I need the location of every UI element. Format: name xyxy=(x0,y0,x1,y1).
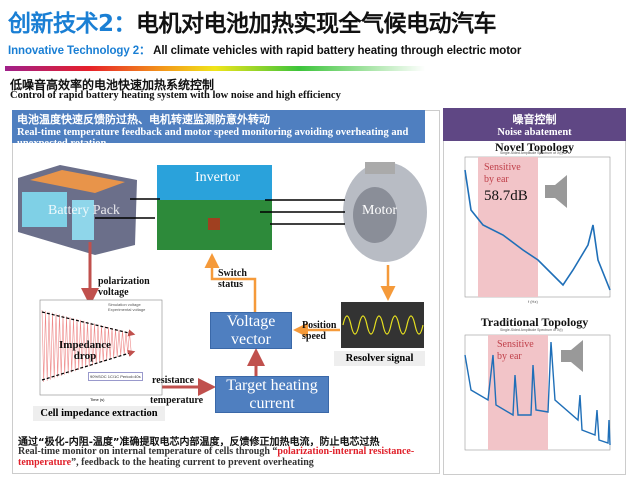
section-title-cn: 低噪音高效率的电池快速加热系统控制 xyxy=(10,78,215,92)
motor-image xyxy=(343,162,427,262)
switch-status-label: Switch status xyxy=(218,268,247,290)
position-speed-label: Position speed xyxy=(302,320,337,342)
invertor-label: Invertor xyxy=(195,170,241,185)
novel-topology-title: Novel Topology xyxy=(494,140,575,154)
temperature-label: temperature xyxy=(150,395,204,406)
resolver-signal-image xyxy=(341,302,424,348)
novel-sensitive-label: Sensitive by ear xyxy=(484,162,521,185)
novel-subtitle: Single-Sided Amplitude Spectrum of X(t) xyxy=(500,151,563,155)
invertor-image xyxy=(157,165,272,250)
noise-spectra xyxy=(464,156,611,451)
battery-pack-label: Battery Pack xyxy=(48,203,120,218)
main-subtitle: Innovative Technology 2： All climate veh… xyxy=(8,45,522,57)
arrow-switch-status xyxy=(204,253,257,312)
motor-label: Motor xyxy=(362,203,397,218)
chart-note: 90%SOC 1C/1C Period=40s xyxy=(88,372,143,381)
battery-pack-image xyxy=(18,165,137,255)
main-title: 创新技术2：电机对电池加热实现全气候电动汽车 xyxy=(8,11,497,37)
rainbow-divider xyxy=(5,66,425,71)
chart-xlabel: Time (s) xyxy=(90,397,105,402)
traditional-sensitive-label: Sensitive by ear xyxy=(497,339,534,362)
section-title-en: Control of rapid battery heating system … xyxy=(10,90,341,101)
traditional-topology-title: Traditional Topology xyxy=(480,315,589,329)
cell-impedance-caption: Cell impedance extraction xyxy=(33,406,165,421)
novel-db-value: 58.7dB xyxy=(484,188,528,204)
traditional-subtitle: Single-Sided Amplitude Spectrum of X(t) xyxy=(500,328,563,332)
resolver-signal-caption: Resolver signal xyxy=(334,351,425,366)
voltage-vector-box: Voltage vector xyxy=(210,312,292,349)
power-cables xyxy=(95,198,345,225)
impedance-drop-label: Impedance drop xyxy=(59,339,111,362)
novel-xlabel: f (Hz) xyxy=(528,299,538,304)
target-heating-current-box: Target heating current xyxy=(215,376,329,413)
traditional-spectrum-chart xyxy=(464,334,611,451)
bottom-text-en: Real-time monitor on internal temperatur… xyxy=(18,446,415,468)
resistance-label: resistance xyxy=(152,375,195,386)
left-panel-header: 电池温度快速反馈防过热、电机转速监测防意外转动 Real-time temper… xyxy=(12,110,425,149)
polarization-voltage-label: polarization voltage xyxy=(98,276,150,298)
bottom-text-cn: 通过“极化-内阻-温度”准确提取电芯内部温度，反馈修正加热电流，防止电芯过热 xyxy=(18,437,380,448)
right-panel-header: 噪音控制 Noise abatement xyxy=(443,108,626,141)
novel-spectrum-chart xyxy=(464,156,611,298)
